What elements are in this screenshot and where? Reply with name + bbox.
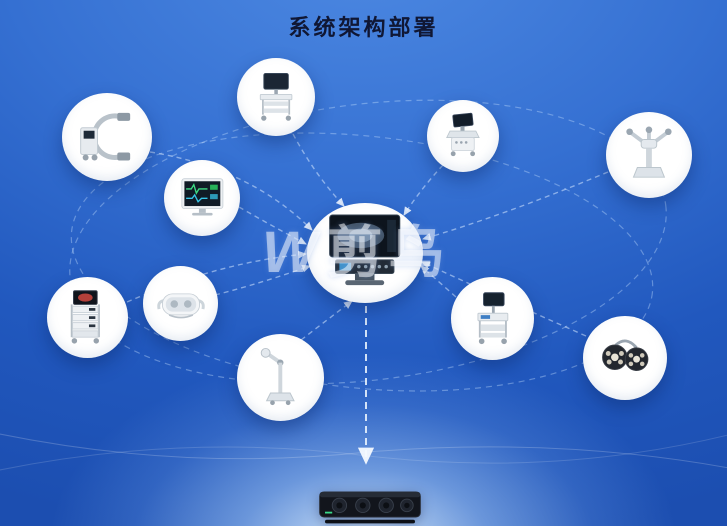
node-medical-cart (451, 277, 534, 360)
link-robot-to-center (422, 171, 609, 241)
surgical-arm-icon (260, 348, 295, 406)
c-arm-xray-icon (79, 113, 130, 161)
page-title: 系统架构部署 (288, 15, 439, 40)
node-ultrasound-cart (427, 100, 499, 172)
node-surgical-robot (606, 112, 692, 198)
endoscopy-cart-icon (259, 72, 293, 121)
endoscopy-tower-icon (71, 290, 101, 344)
node-surgical-lights (583, 316, 667, 400)
vr-headset-icon (156, 292, 205, 318)
central-console-icon (329, 214, 401, 286)
node-patient-monitor (164, 160, 240, 236)
node-endoscopy-cart (237, 58, 315, 136)
link-cart-to-center (420, 265, 457, 298)
link-endocart-to-center (292, 133, 345, 207)
patient-monitor-icon (181, 177, 223, 216)
light-streak (0, 434, 727, 471)
light-streak (0, 433, 727, 469)
node-surgical-arm (237, 334, 324, 421)
ultrasound-cart-icon (446, 112, 480, 157)
link-ultrasound-to-center (403, 164, 444, 216)
node-rack-server (316, 483, 424, 526)
node-c-arm-xray (62, 93, 152, 181)
surgical-robot-icon (626, 126, 672, 178)
link-arm-to-center (300, 300, 353, 341)
link-monitor-to-center (238, 206, 307, 245)
node-central-console (307, 203, 423, 303)
medical-cart-icon (477, 291, 508, 344)
node-endoscopy-tower (47, 277, 128, 358)
surgical-lights-icon (601, 339, 649, 371)
rack-server-icon (319, 491, 421, 524)
link-vr-to-center (214, 264, 311, 296)
node-vr-headset (143, 266, 218, 341)
